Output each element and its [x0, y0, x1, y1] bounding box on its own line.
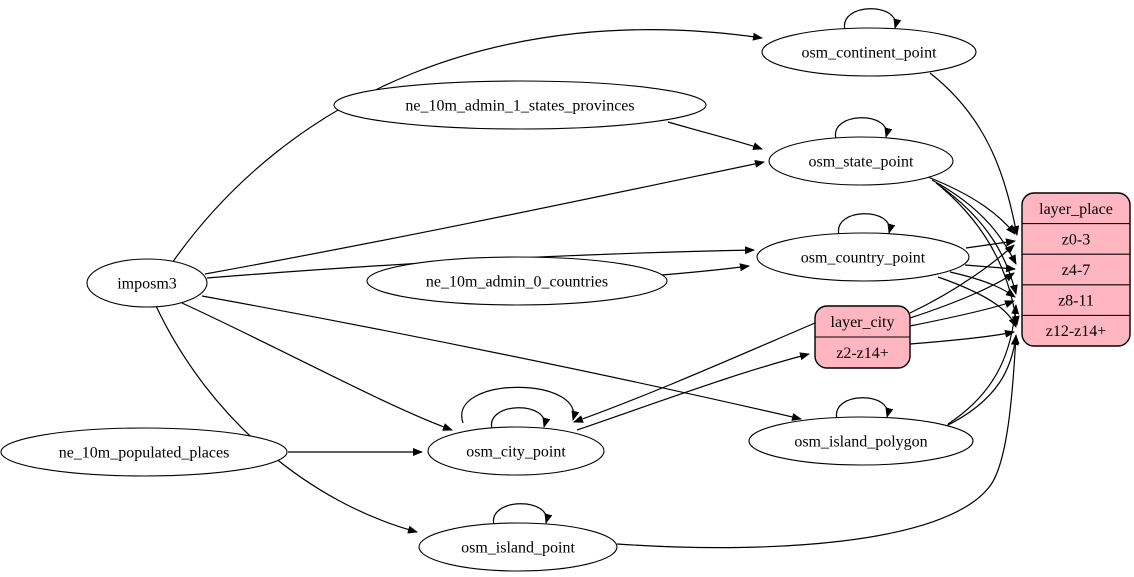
node-ne_10m_populated_places: ne_10m_populated_places — [0, 427, 288, 477]
edge-osm_state_point-layer_place-z8-11 — [935, 182, 1018, 295]
node-label-osm_island_point: osm_island_point — [461, 540, 575, 557]
edge-osm_state_point-layer_place-z4-7 — [931, 179, 1017, 265]
node-ne_10m_admin_1_states_provinces: ne_10m_admin_1_states_provinces — [333, 80, 707, 130]
record-row-layer_place-4: z12-z14+ — [1046, 323, 1107, 340]
edge-osm_continent_point-osm_continent_point-self — [844, 8, 902, 31]
node-shape-imposm3 — [86, 258, 208, 308]
edge-osm_country_point-osm_country_point-self — [838, 213, 896, 236]
node-osm_state_point: osm_state_point — [768, 136, 954, 186]
node-ne_10m_admin_0_countries: ne_10m_admin_0_countries — [366, 256, 668, 306]
node-shape-ne_10m_populated_places — [0, 427, 288, 477]
edge-osm_island_polygon-layer_place-z8-11 — [947, 304, 1020, 425]
edge-layer_city-layer_place-z0-3 — [909, 244, 1015, 314]
node-shape-layer_place — [1021, 192, 1131, 347]
edge-osm_state_point-layer_place-z0-3 — [927, 176, 1016, 235]
node-osm_country_point: osm_country_point — [756, 232, 970, 282]
edge-osm_state_point-osm_state_point-self — [835, 117, 893, 140]
node-imposm3: imposm3 — [86, 258, 208, 308]
record-row-layer_place-2: z4-7 — [1062, 262, 1090, 279]
edge-imposm3-osm_continent_point — [171, 29, 763, 264]
node-shape-ne_10m_admin_0_countries — [366, 256, 668, 306]
node-label-ne_10m_admin_0_countries: ne_10m_admin_0_countries — [426, 274, 608, 291]
edge-osm_country_point-layer_place-z12-z14+ — [937, 276, 1017, 328]
node-shape-osm_state_point — [768, 136, 954, 186]
edge-layer_city-osm_city_point — [573, 322, 816, 423]
edge-osm_island_polygon-layer_place-z12-z14+ — [943, 335, 1019, 428]
node-osm_island_polygon: osm_island_polygon — [748, 416, 974, 466]
edge-imposm3-osm_island_polygon — [201, 295, 802, 421]
node-label-ne_10m_admin_1_states_provinces: ne_10m_admin_1_states_provinces — [405, 98, 634, 115]
record-row-layer_city-0: layer_city — [831, 314, 895, 331]
node-shape-ne_10m_admin_1_states_provinces — [333, 80, 707, 130]
edge-imposm3-osm_state_point — [204, 159, 765, 275]
node-shape-osm_island_point — [418, 522, 618, 572]
edge-ne_10m_admin_0_countries-osm_country_point — [661, 263, 750, 276]
record-row-layer_place-0: layer_place — [1039, 201, 1113, 218]
edge-osm_city_point-osm_city_point-self-inner — [491, 407, 551, 430]
node-shape-osm_city_point — [427, 426, 605, 476]
node-shape-osm_continent_point — [761, 27, 977, 77]
node-osm_island_point: osm_island_point — [418, 522, 618, 572]
edge-osm_country_point-layer_place-z4-7 — [964, 264, 1016, 273]
edge-osm_continent_point-layer_place-z0-3 — [929, 72, 1020, 236]
node-label-osm_continent_point: osm_continent_point — [801, 45, 937, 62]
node-layer_place: layer_place z0-3 z4-7 z8-11 z12-z14+ — [1021, 192, 1131, 347]
edge-osm_island_polygon-osm_island_polygon-self — [836, 397, 894, 420]
edge-layer_city-layer_place-z8-11 — [909, 300, 1015, 327]
edge-osm_city_point-osm_city_point-self-outer — [461, 386, 580, 424]
edge-osm_city_point-layer_city-z2-z14+ — [576, 352, 810, 431]
record-row-layer_city-1: z2-z14+ — [836, 345, 889, 362]
node-label-imposm3: imposm3 — [117, 276, 177, 293]
node-label-osm_city_point: osm_city_point — [466, 444, 566, 461]
node-shape-osm_island_polygon — [748, 416, 974, 466]
node-shape-osm_country_point — [756, 232, 970, 282]
node-label-osm_country_point: osm_country_point — [801, 250, 926, 267]
record-row-layer_place-3: z8-11 — [1058, 293, 1094, 310]
node-osm_city_point: osm_city_point — [427, 426, 605, 476]
record-row-layer_place-1: z0-3 — [1062, 231, 1090, 248]
node-layer_city: layer_city z2-z14+ — [814, 305, 911, 369]
node-label-osm_state_point: osm_state_point — [809, 154, 914, 171]
node-osm_continent_point: osm_continent_point — [761, 27, 977, 77]
edge-layer_city-layer_place-z12-z14+ — [909, 329, 1015, 345]
edge-layer_city-layer_place-z4-7 — [909, 272, 1015, 319]
node-label-osm_island_polygon: osm_island_polygon — [794, 434, 927, 451]
edge-osm_country_point-layer_place-z0-3 — [965, 238, 1016, 249]
edge-osm_island_point-osm_island_point-self — [493, 503, 553, 526]
edge-imposm3-osm_island_point — [155, 305, 418, 534]
edge-imposm3-osm_city_point — [181, 302, 453, 431]
edge-ne_10m_admin_1_states_provinces-osm_state_point — [667, 121, 763, 150]
node-label-ne_10m_populated_places: ne_10m_populated_places — [59, 445, 230, 462]
edge-osm_island_point-layer_place-z12-z14+ — [616, 334, 1020, 549]
